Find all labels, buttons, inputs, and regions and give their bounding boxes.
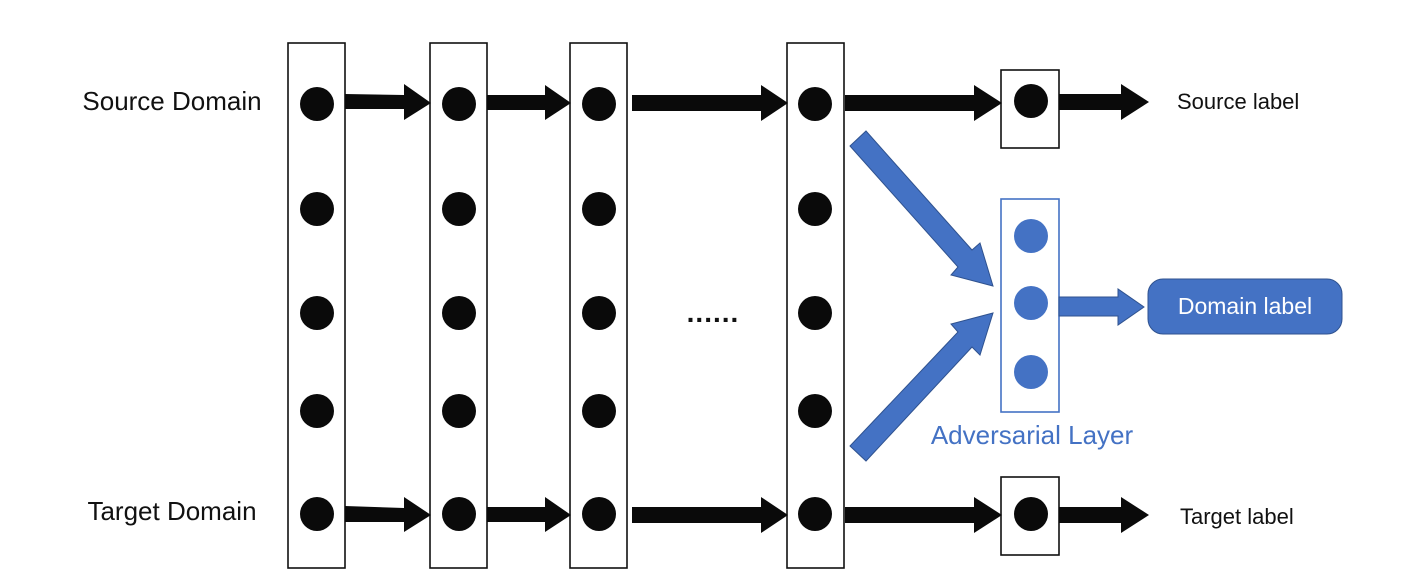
adversarial-node-icon bbox=[1014, 286, 1048, 320]
node-icon bbox=[300, 296, 334, 330]
arrow-right-icon bbox=[1059, 84, 1149, 120]
source-label-text: Source label bbox=[1177, 89, 1299, 114]
node-icon bbox=[442, 394, 476, 428]
node-icon bbox=[798, 192, 832, 226]
arrow-right-icon bbox=[345, 84, 431, 120]
node-icon bbox=[442, 497, 476, 531]
node-icon bbox=[798, 394, 832, 428]
arrow-right-icon bbox=[632, 85, 788, 121]
node-icon bbox=[582, 87, 616, 121]
arrow-right-icon bbox=[1058, 288, 1145, 326]
node-icon bbox=[582, 394, 616, 428]
node-icon bbox=[798, 497, 832, 531]
node-icon bbox=[798, 87, 832, 121]
node-icon bbox=[300, 87, 334, 121]
target-output-node-icon bbox=[1014, 497, 1048, 531]
adversarial-nodes bbox=[1014, 219, 1048, 389]
adversarial-node-icon bbox=[1014, 219, 1048, 253]
ellipsis-text: ...... bbox=[687, 297, 740, 328]
source-flow-arrows bbox=[345, 84, 1149, 121]
target-label-text: Target label bbox=[1180, 504, 1294, 529]
nodes bbox=[300, 84, 1048, 531]
arrow-diagonal-down-icon bbox=[849, 130, 994, 287]
node-icon bbox=[442, 192, 476, 226]
arrow-right-icon bbox=[845, 497, 1002, 533]
node-icon bbox=[582, 296, 616, 330]
arrow-diagonal-up-icon bbox=[849, 312, 994, 462]
feature-layers bbox=[287, 42, 845, 569]
node-icon bbox=[582, 192, 616, 226]
arrow-right-icon bbox=[845, 85, 1002, 121]
adversarial-node-icon bbox=[1014, 355, 1048, 389]
arrow-right-icon bbox=[487, 497, 571, 532]
node-icon bbox=[582, 497, 616, 531]
domain-label-text: Domain label bbox=[1178, 293, 1312, 319]
arrow-right-icon bbox=[632, 497, 788, 533]
source-domain-label: Source Domain bbox=[82, 86, 261, 116]
adversarial-arrows bbox=[849, 130, 1145, 462]
domain-label-pill bbox=[1147, 278, 1343, 335]
source-output-node-icon bbox=[1014, 84, 1048, 118]
node-icon bbox=[798, 296, 832, 330]
arrow-right-icon bbox=[1059, 497, 1149, 533]
arrow-right-icon bbox=[345, 497, 431, 532]
node-icon bbox=[442, 296, 476, 330]
node-icon bbox=[442, 87, 476, 121]
node-icon bbox=[300, 192, 334, 226]
target-domain-label: Target Domain bbox=[87, 496, 256, 526]
adversarial-layer-label: Adversarial Layer bbox=[931, 420, 1134, 450]
target-flow-arrows bbox=[345, 497, 1149, 533]
node-icon bbox=[300, 394, 334, 428]
node-icon bbox=[300, 497, 334, 531]
arrow-right-icon bbox=[487, 85, 571, 120]
